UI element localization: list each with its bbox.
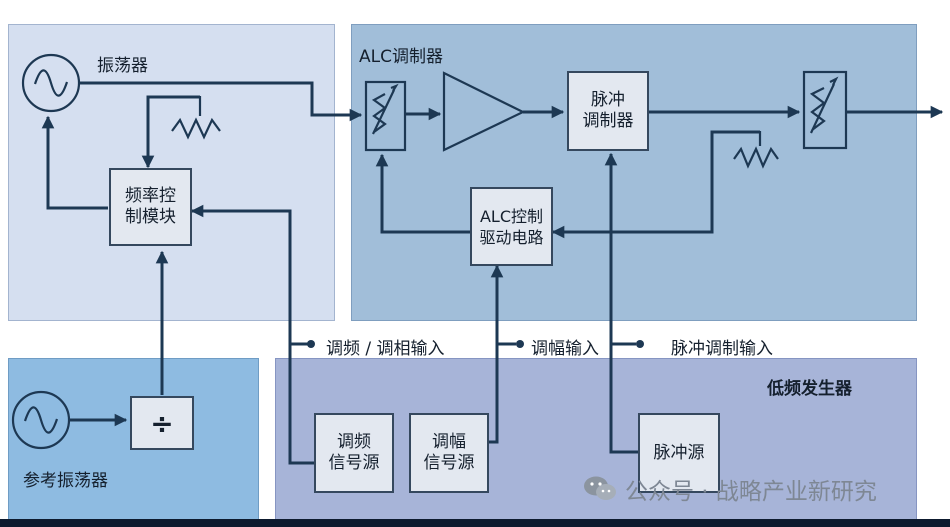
pulse-mod-input-label: 脉冲调制输入 — [671, 339, 773, 359]
bottom-border-bar — [0, 519, 950, 527]
fm-to-control-wire — [190, 204, 314, 465]
reference-oscillator-label: 参考振荡器 — [23, 471, 108, 491]
oscillator-tuning-resistor-icon — [171, 96, 221, 140]
am-signal-source-block: 调幅 信号源 — [409, 413, 489, 493]
am-to-alc-wire — [487, 264, 504, 444]
tuning-to-control-wire — [141, 95, 200, 169]
pulse-source-block: 脉冲源 — [638, 413, 720, 493]
pulse-modulator-block: 脉冲 调制器 — [567, 71, 649, 151]
pulse-to-mod-wire — [604, 152, 640, 454]
alc-modulator-label: ALC调制器 — [359, 47, 443, 67]
am-input-label: 调幅输入 — [531, 339, 599, 359]
fm-pm-input-label: 调频 / 调相输入 — [326, 339, 445, 359]
oscillator-label: 振荡器 — [97, 56, 148, 76]
watermark-text: 公众号 · 战略产业新研究 — [625, 479, 877, 505]
divider-block: ÷ — [130, 396, 194, 450]
reference-oscillator-symbol-icon — [11, 390, 71, 450]
alc-attenuator-1 — [364, 80, 407, 152]
fm-signal-source-block: 调频 信号源 — [314, 413, 394, 493]
osc-to-alc-wire — [79, 81, 363, 122]
amplifier-symbol-icon — [442, 71, 526, 152]
alc-to-atten-wire — [375, 153, 470, 234]
frequency-control-module: 频率控 制模块 — [109, 168, 192, 246]
wechat-icon — [584, 476, 616, 500]
oscillator-symbol-icon — [21, 53, 81, 113]
detector-resistor-icon — [733, 131, 779, 169]
watermark: 公众号 · 战略产业新研究 — [583, 472, 877, 506]
detector-to-alc-wire — [551, 130, 760, 239]
control-to-oscillator-wire — [41, 115, 108, 210]
output-attenuator-2 — [802, 70, 848, 150]
low-frequency-generator-label: 低频发生器 — [767, 379, 852, 399]
alc-control-drive-block: ALC控制 驱动电路 — [470, 187, 553, 266]
